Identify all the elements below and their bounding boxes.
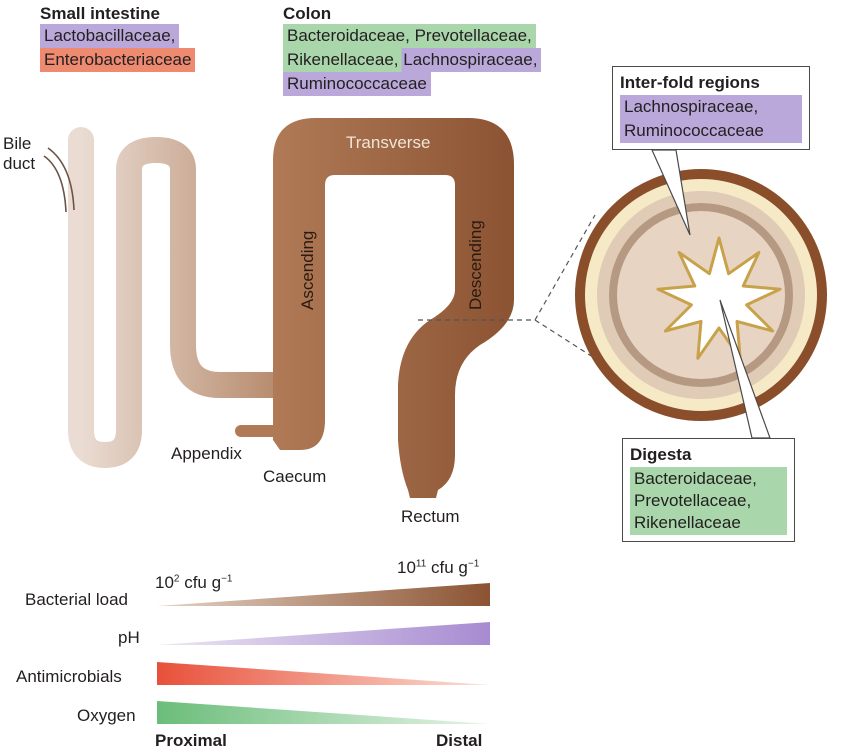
bile-duct-label: Bile duct — [3, 134, 35, 174]
load-low-base: 10 — [155, 573, 174, 592]
appendix-label: Appendix — [171, 444, 242, 464]
oxygen-wedge — [157, 701, 490, 724]
interfold-title: Inter-fold regions — [620, 73, 802, 93]
ph-wedge — [157, 622, 490, 645]
load-high-unit: cfu g — [426, 558, 468, 577]
rectum-label: Rectum — [401, 507, 460, 527]
interfold-family: Lachnospiraceae, — [620, 95, 802, 119]
digesta-family: Rikenellaceae — [634, 512, 783, 534]
digesta-title: Digesta — [630, 445, 787, 465]
appendix-shape — [235, 425, 280, 437]
digesta-box: Digesta Bacteroidaceae, Prevotellaceae, … — [622, 438, 795, 542]
digesta-family-block: Bacteroidaceae, Prevotellaceae, Rikenell… — [630, 467, 787, 535]
ascending-label: Ascending — [298, 231, 318, 310]
interfold-family: Ruminococcaceae — [620, 119, 802, 143]
digesta-family: Bacteroidaceae, — [634, 468, 783, 490]
load-high-base: 10 — [397, 558, 416, 577]
load-high-exp: 11 — [416, 558, 426, 569]
small-intestine-tube — [81, 140, 280, 455]
load-high-value: 1011 cfu g−1 — [397, 558, 479, 578]
antimicrobials-label: Antimicrobials — [16, 667, 122, 687]
load-high-unit-exp: −1 — [468, 558, 479, 569]
caecum-label: Caecum — [263, 467, 326, 487]
bile-duct-label-line: Bile — [3, 134, 35, 154]
interfold-box: Inter-fold regions Lachnospiraceae, Rumi… — [612, 66, 810, 150]
oxygen-label: Oxygen — [77, 706, 136, 726]
bile-duct-label-line: duct — [3, 154, 35, 174]
antimicrobials-wedge — [157, 662, 490, 685]
distal-label: Distal — [436, 731, 482, 751]
transverse-label: Transverse — [346, 133, 430, 153]
proximal-label: Proximal — [155, 731, 227, 751]
load-low-value: 102 cfu g−1 — [155, 573, 232, 593]
load-low-unit-exp: −1 — [221, 573, 232, 584]
bacterial-load-label: Bacterial load — [25, 590, 128, 610]
digesta-family: Prevotellaceae, — [634, 490, 783, 512]
colon-cross-section — [575, 150, 827, 438]
load-low-unit: cfu g — [179, 573, 221, 592]
descending-label: Descending — [466, 220, 486, 310]
ph-label: pH — [118, 628, 140, 648]
